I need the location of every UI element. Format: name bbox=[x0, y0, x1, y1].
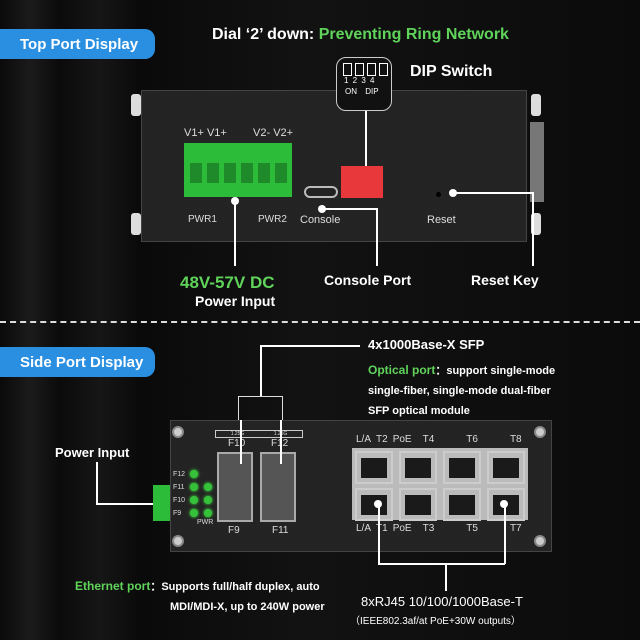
ethernet-description: Ethernet port：Supports full/half duplex,… bbox=[75, 579, 325, 613]
optical-description: Optical port：support single-mode single-… bbox=[368, 363, 556, 417]
led-indicator bbox=[190, 509, 198, 517]
led-indicator bbox=[204, 483, 212, 491]
callout-line bbox=[445, 563, 447, 591]
top-title: Dial ‘2’ down: Preventing Ring Network bbox=[212, 26, 509, 44]
callout-line bbox=[234, 204, 236, 266]
reset-button[interactable] bbox=[436, 192, 441, 197]
screw-icon bbox=[172, 535, 184, 547]
usb-c-console-port[interactable] bbox=[304, 186, 338, 198]
sfp-label-f9: F9 bbox=[228, 525, 240, 536]
screw-icon bbox=[534, 535, 546, 547]
reset-key-callout: Reset Key bbox=[471, 272, 539, 288]
power-connector bbox=[153, 485, 171, 521]
led-indicator bbox=[204, 509, 212, 517]
dip-switch-label: DIP Switch bbox=[410, 63, 493, 80]
reset-label: Reset bbox=[427, 214, 456, 226]
callout-line bbox=[453, 192, 533, 194]
pwr-led-label: PWR bbox=[197, 519, 214, 526]
power-input-callout: Power Input bbox=[195, 293, 276, 309]
pwr2-label: PWR2 bbox=[258, 214, 287, 225]
mount-ear bbox=[531, 94, 541, 116]
rj45-port-t6[interactable] bbox=[443, 451, 481, 484]
side-port-display-banner: Side Port Display bbox=[0, 347, 155, 377]
callout-line bbox=[376, 208, 378, 266]
power-terminal-block bbox=[184, 143, 292, 197]
sfp-label-f12: F12 bbox=[271, 438, 288, 449]
led-indicator bbox=[190, 470, 198, 478]
led-indicator bbox=[190, 496, 198, 504]
dip-callout-line bbox=[365, 111, 367, 171]
sfp-speed-label: 1.25G1.25G bbox=[215, 430, 303, 438]
callout-line bbox=[96, 503, 156, 505]
side-rail bbox=[530, 122, 544, 202]
callout-line bbox=[280, 420, 282, 464]
terminal-v2-label: V2- V2+ bbox=[253, 127, 294, 139]
callout-line bbox=[260, 345, 262, 397]
mount-ear bbox=[131, 213, 141, 235]
sfp-port-f12-f11[interactable] bbox=[260, 452, 296, 522]
led-indicator bbox=[190, 483, 198, 491]
section-divider bbox=[0, 321, 640, 323]
voltage-callout: 48V-57V DC bbox=[180, 273, 275, 292]
rj45-subtitle: （IEEE802.3af/at PoE+30W outputs） bbox=[350, 616, 521, 627]
dip-switch-zoom: 1 2 3 4 ON DIP bbox=[336, 57, 392, 111]
sfp-label-f11: F11 bbox=[272, 525, 289, 536]
rj45-port-t2[interactable] bbox=[355, 451, 393, 484]
dip-text: DIP bbox=[365, 87, 379, 96]
top-port-display-banner: Top Port Display bbox=[0, 29, 155, 59]
sfp-title: 4x1000Base-X SFP bbox=[368, 337, 485, 352]
callout-line bbox=[240, 420, 242, 464]
rj45-title: 8xRJ45 10/100/1000Base-T bbox=[361, 594, 523, 609]
dip-on: ON bbox=[345, 87, 357, 96]
sfp-label-f10: F10 bbox=[228, 438, 246, 449]
callout-dot bbox=[374, 500, 382, 508]
terminal-v1-label: V1+ V1+ bbox=[184, 127, 227, 139]
mount-ear bbox=[131, 94, 141, 116]
callout-line bbox=[378, 563, 505, 565]
console-port-callout: Console Port bbox=[324, 272, 412, 288]
callout-line bbox=[504, 505, 506, 564]
rj45-port-t5[interactable] bbox=[443, 488, 481, 521]
callout-line bbox=[378, 505, 380, 564]
mount-ear bbox=[531, 213, 541, 235]
callout-dot bbox=[231, 197, 239, 205]
rj45-port-t8[interactable] bbox=[487, 451, 525, 484]
callout-line bbox=[532, 192, 534, 266]
rj45-port-block bbox=[352, 448, 528, 521]
led-indicator bbox=[204, 496, 212, 504]
callout-line bbox=[96, 462, 98, 504]
rj45-port-t3[interactable] bbox=[399, 488, 437, 521]
callout-dot bbox=[500, 500, 508, 508]
screw-icon bbox=[172, 426, 184, 438]
console-label: Console bbox=[300, 214, 341, 226]
callout-line bbox=[322, 208, 378, 210]
power-input-label: Power Input bbox=[55, 445, 130, 460]
title-prefix: Dial ‘2’ down: bbox=[212, 26, 319, 43]
pwr1-label: PWR1 bbox=[188, 214, 217, 225]
callout-line bbox=[260, 345, 360, 347]
ethernet-label: Ethernet port bbox=[75, 579, 151, 593]
rj45-port-t4[interactable] bbox=[399, 451, 437, 484]
screw-icon bbox=[534, 426, 546, 438]
optical-label: Optical port bbox=[368, 363, 436, 377]
dip-numbers: 1 2 3 4 bbox=[344, 76, 376, 85]
sfp-port-f10-f9[interactable] bbox=[217, 452, 253, 522]
dip-switch[interactable] bbox=[341, 166, 383, 198]
title-highlight: Preventing Ring Network bbox=[318, 26, 509, 43]
